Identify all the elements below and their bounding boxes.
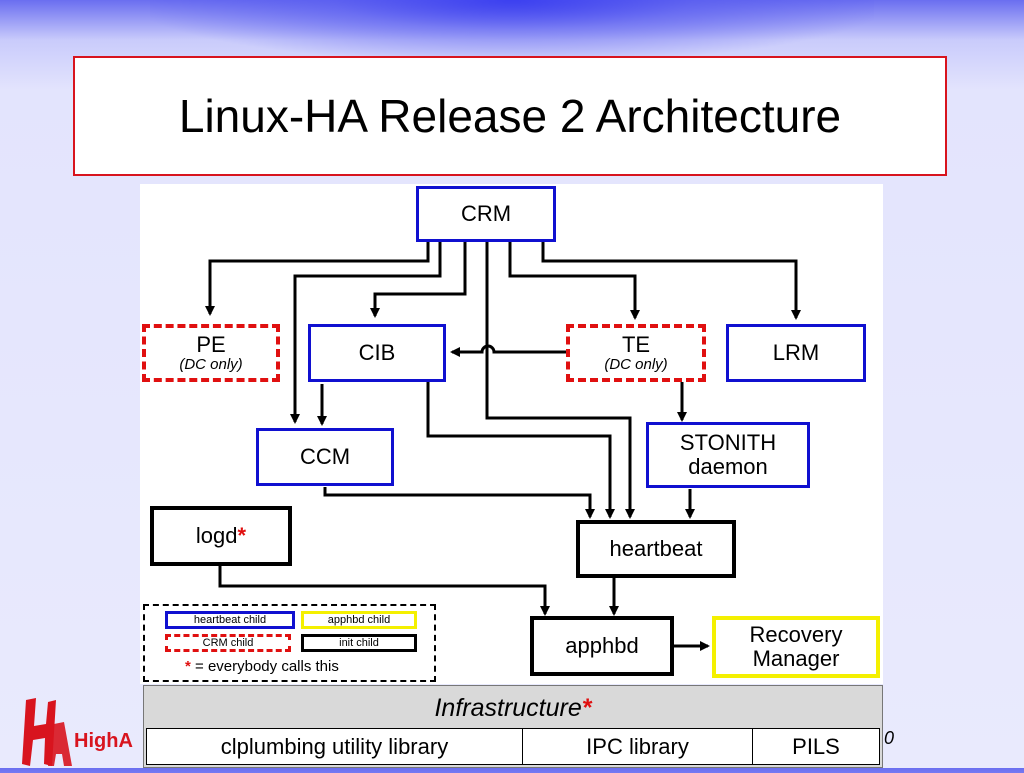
infrastructure-title: Infrastructure* [144,694,882,723]
node-apphbd: apphbd [530,616,674,676]
legend-heartbeat-child-label: heartbeat child [193,614,267,626]
connector-lines [205,242,801,651]
node-heartbeat-label: heartbeat [609,535,703,561]
node-recovery-manager: Recovery Manager [712,616,880,678]
infra-cell-clplumbing-label: clplumbing utility library [220,733,449,759]
node-logd: logd* [150,506,292,566]
node-pe: PE (DC only) [142,324,280,382]
infra-cell-pils: PILS [753,729,879,764]
logd-star-icon: * [237,522,247,548]
legend-crm-child: CRM child [165,634,291,652]
architecture-diagram: CRM PE (DC only) CIB TE (DC only) LRM CC… [140,184,883,684]
node-logd-label: logd [195,522,238,548]
header-glow [150,0,874,60]
ha-logo-icon [22,698,72,766]
legend-apphbd-child: apphbd child [301,611,417,629]
legend: heartbeat child apphbd child CRM child i… [143,604,436,682]
ha-logo: HighA [20,696,140,768]
node-ccm: CCM [256,428,394,486]
infrastructure-star-icon: * [581,694,592,722]
brand-high: High [74,730,119,752]
infra-cell-ipc: IPC library [523,729,753,764]
infrastructure-panel: Infrastructure* clplumbing utility libra… [143,685,883,768]
node-crm: CRM [416,186,556,242]
infra-cell-clplumbing: clplumbing utility library [147,729,523,764]
edge-crm-te [508,242,640,320]
infrastructure-title-text: Infrastructure [434,694,582,722]
edge-crm-cib [370,242,467,318]
legend-heartbeat-child: heartbeat child [165,611,295,629]
infra-cell-pils-label: PILS [792,733,840,759]
legend-init-child: init child [301,634,417,652]
edge-crm-heartbeat [485,242,635,519]
brand-a: A [118,730,133,752]
edge-crm-pe [205,242,430,316]
node-te-sublabel: (DC only) [604,355,668,373]
node-stonith-label-1: STONITH [679,429,777,455]
infra-cell-ipc-label: IPC library [586,733,689,759]
node-ccm-label: CCM [299,443,351,469]
edge-cib-heartbeat [426,382,615,519]
legend-note-text: = everybody calls this [190,658,339,675]
node-stonith: STONITH daemon [646,422,810,488]
node-recovery-label-2: Manager [752,646,840,671]
node-lrm: LRM [726,324,866,382]
node-apphbd-label: apphbd [565,632,639,658]
edge-crm-ccm [290,242,442,424]
edge-ccm-heartbeat [323,487,595,519]
node-cib: CIB [308,324,446,382]
legend-note: * = everybody calls this [185,658,339,675]
page-number: 0 [884,728,895,748]
legend-init-child-label: init child [339,637,379,649]
node-heartbeat: heartbeat [576,520,736,578]
legend-star-icon: * [185,658,191,675]
node-recovery-label-1: Recovery [749,621,843,647]
edge-logd-apphbd [218,564,550,616]
edge-te-cib [450,344,566,357]
title-box: Linux-HA Release 2 Architecture [73,56,947,176]
node-stonith-label-2: daemon [688,454,768,479]
node-crm-label: CRM [460,200,512,226]
infrastructure-row: clplumbing utility library IPC library P… [146,728,880,765]
node-te: TE (DC only) [566,324,706,382]
legend-apphbd-child-label: apphbd child [327,614,391,626]
edge-crm-lrm [541,242,801,320]
node-cib-label: CIB [358,339,396,365]
node-te-label: TE [621,331,651,357]
slide-title: Linux-HA Release 2 Architecture [178,90,842,142]
node-pe-sublabel: (DC only) [179,355,243,373]
node-pe-label: PE [196,331,226,357]
legend-crm-child-label: CRM child [202,637,254,649]
node-lrm-label: LRM [772,339,820,365]
ha-logo-text: HighA [74,730,133,753]
